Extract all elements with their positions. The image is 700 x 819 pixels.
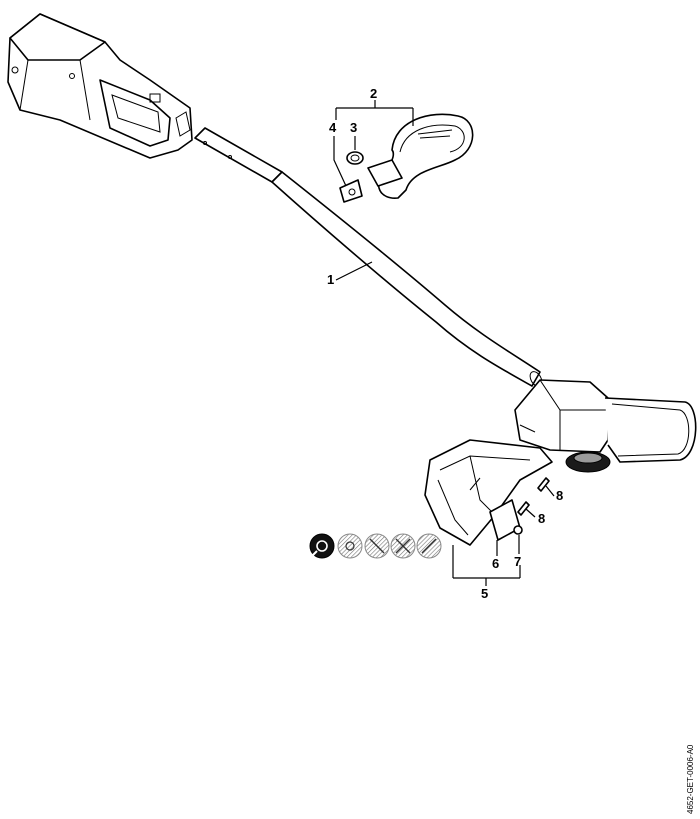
cutter-head: [514, 379, 697, 473]
wrench-icon: [309, 533, 335, 559]
cross-hatched-circle-icon: [364, 533, 390, 559]
cross-hatched-circle-icon: [337, 533, 363, 559]
icon-row: [309, 533, 442, 559]
callout-8-lower: 8: [538, 511, 545, 526]
deflector-guard: [424, 439, 553, 546]
callout-7: 7: [514, 554, 521, 569]
leader-lines: [333, 100, 555, 586]
cross-hatched-circle-icon: [390, 533, 416, 559]
callout-8-upper: 8: [556, 488, 563, 503]
shaft: [194, 127, 543, 387]
callout-6: 6: [492, 556, 499, 571]
motor-housing: [7, 13, 193, 159]
callout-5: 5: [481, 586, 488, 601]
cross-hatched-circle-icon: [416, 533, 442, 559]
callout-4: 4: [329, 120, 337, 135]
loop-handle: [339, 113, 474, 203]
screw-small: [513, 525, 523, 535]
document-id: 4652-GET-0006-A0: [686, 744, 695, 814]
callout-2: 2: [370, 86, 377, 101]
callout-3: 3: [350, 120, 357, 135]
callout-1: 1: [327, 272, 334, 287]
screw-lower: [517, 501, 530, 516]
screw-upper: [537, 477, 550, 492]
